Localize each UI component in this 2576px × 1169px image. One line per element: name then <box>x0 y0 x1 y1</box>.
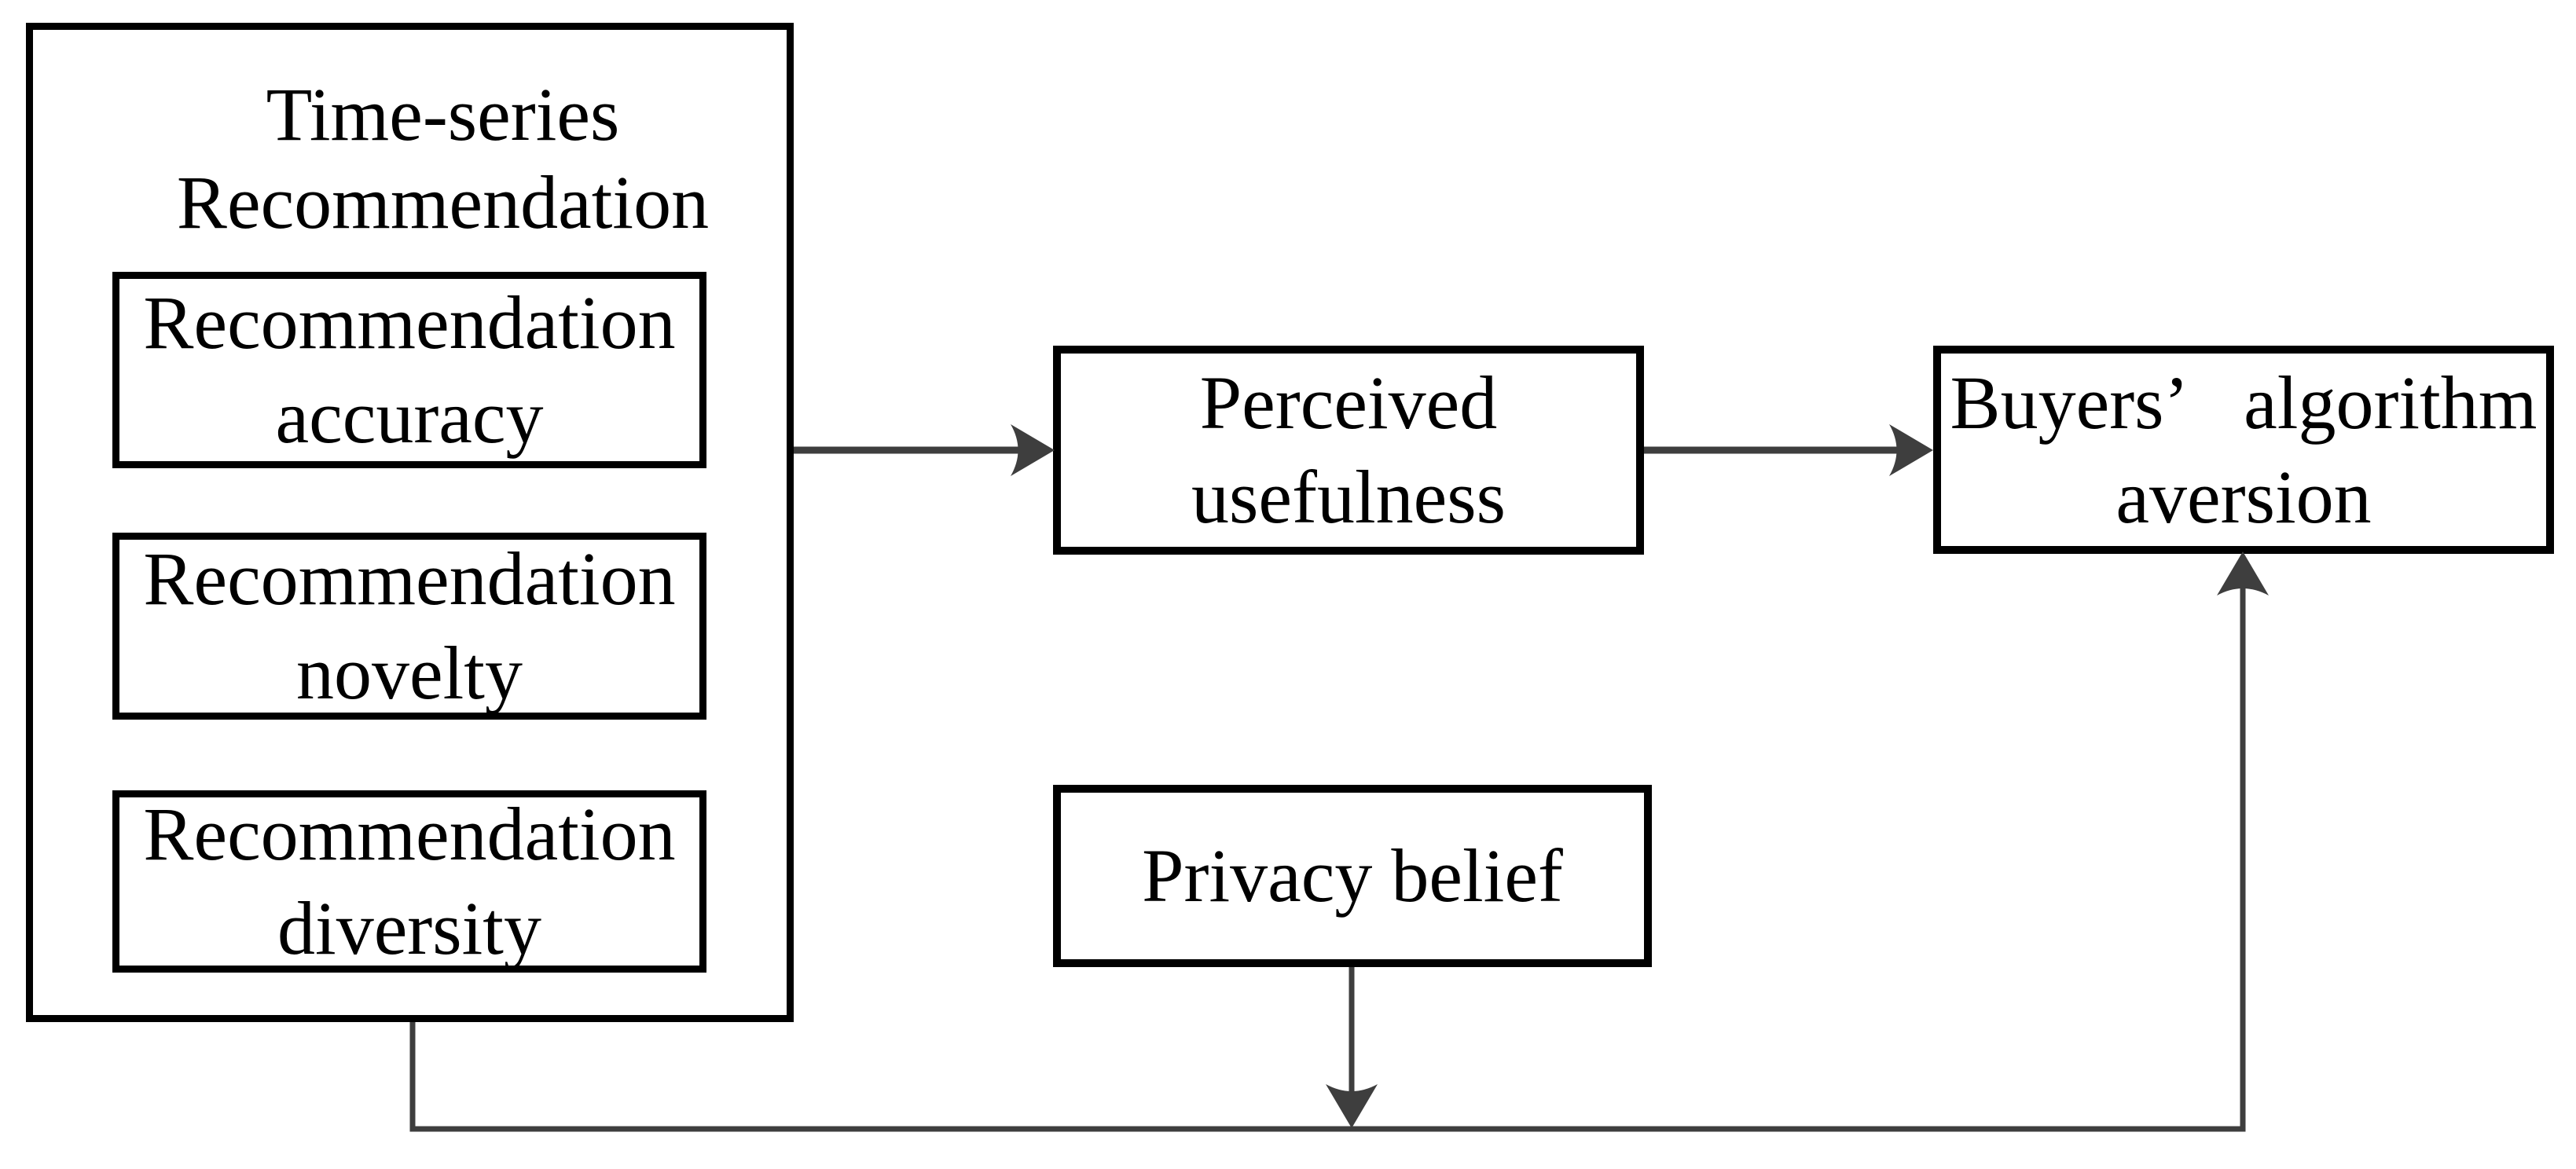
node-label-line: novelty <box>296 631 523 715</box>
node-label-line: aversion <box>2115 454 2372 539</box>
node-label-line: usefulness <box>1191 455 1506 539</box>
node-privacy-belief: Privacy belief <box>1053 785 1652 967</box>
node-label-line: Perceived <box>1199 361 1498 445</box>
node-label-line: Privacy belief <box>1142 834 1563 918</box>
node-label-line: Recommendation <box>143 280 676 365</box>
arrow-perceived-usefulness-to-buyers-aversion <box>1644 424 1933 476</box>
title-line-1: Time-series <box>266 72 620 156</box>
node-buyers-algorithm-aversion: Buyers’ algorithm aversion <box>1933 346 2554 554</box>
title-line-2: Recommendation <box>176 160 710 244</box>
node-label-line: diversity <box>277 886 541 970</box>
node-label-line: Recommendation <box>143 537 676 621</box>
arrow-privacy-belief-moderation <box>1326 967 1378 1128</box>
node-label-line: Buyers’ algorithm <box>1950 360 2537 445</box>
node-time-series-recommendation-title: Time-series Recommendation <box>66 71 820 247</box>
arrow-time-series-to-perceived-usefulness <box>794 424 1055 476</box>
node-recommendation-accuracy: Recommendation accuracy <box>112 272 706 468</box>
node-recommendation-diversity: Recommendation diversity <box>112 790 706 973</box>
node-label-line: Recommendation <box>143 792 676 876</box>
node-label-line: accuracy <box>275 375 544 459</box>
node-perceived-usefulness: Perceived usefulness <box>1053 346 1644 555</box>
node-recommendation-novelty: Recommendation novelty <box>112 533 706 720</box>
